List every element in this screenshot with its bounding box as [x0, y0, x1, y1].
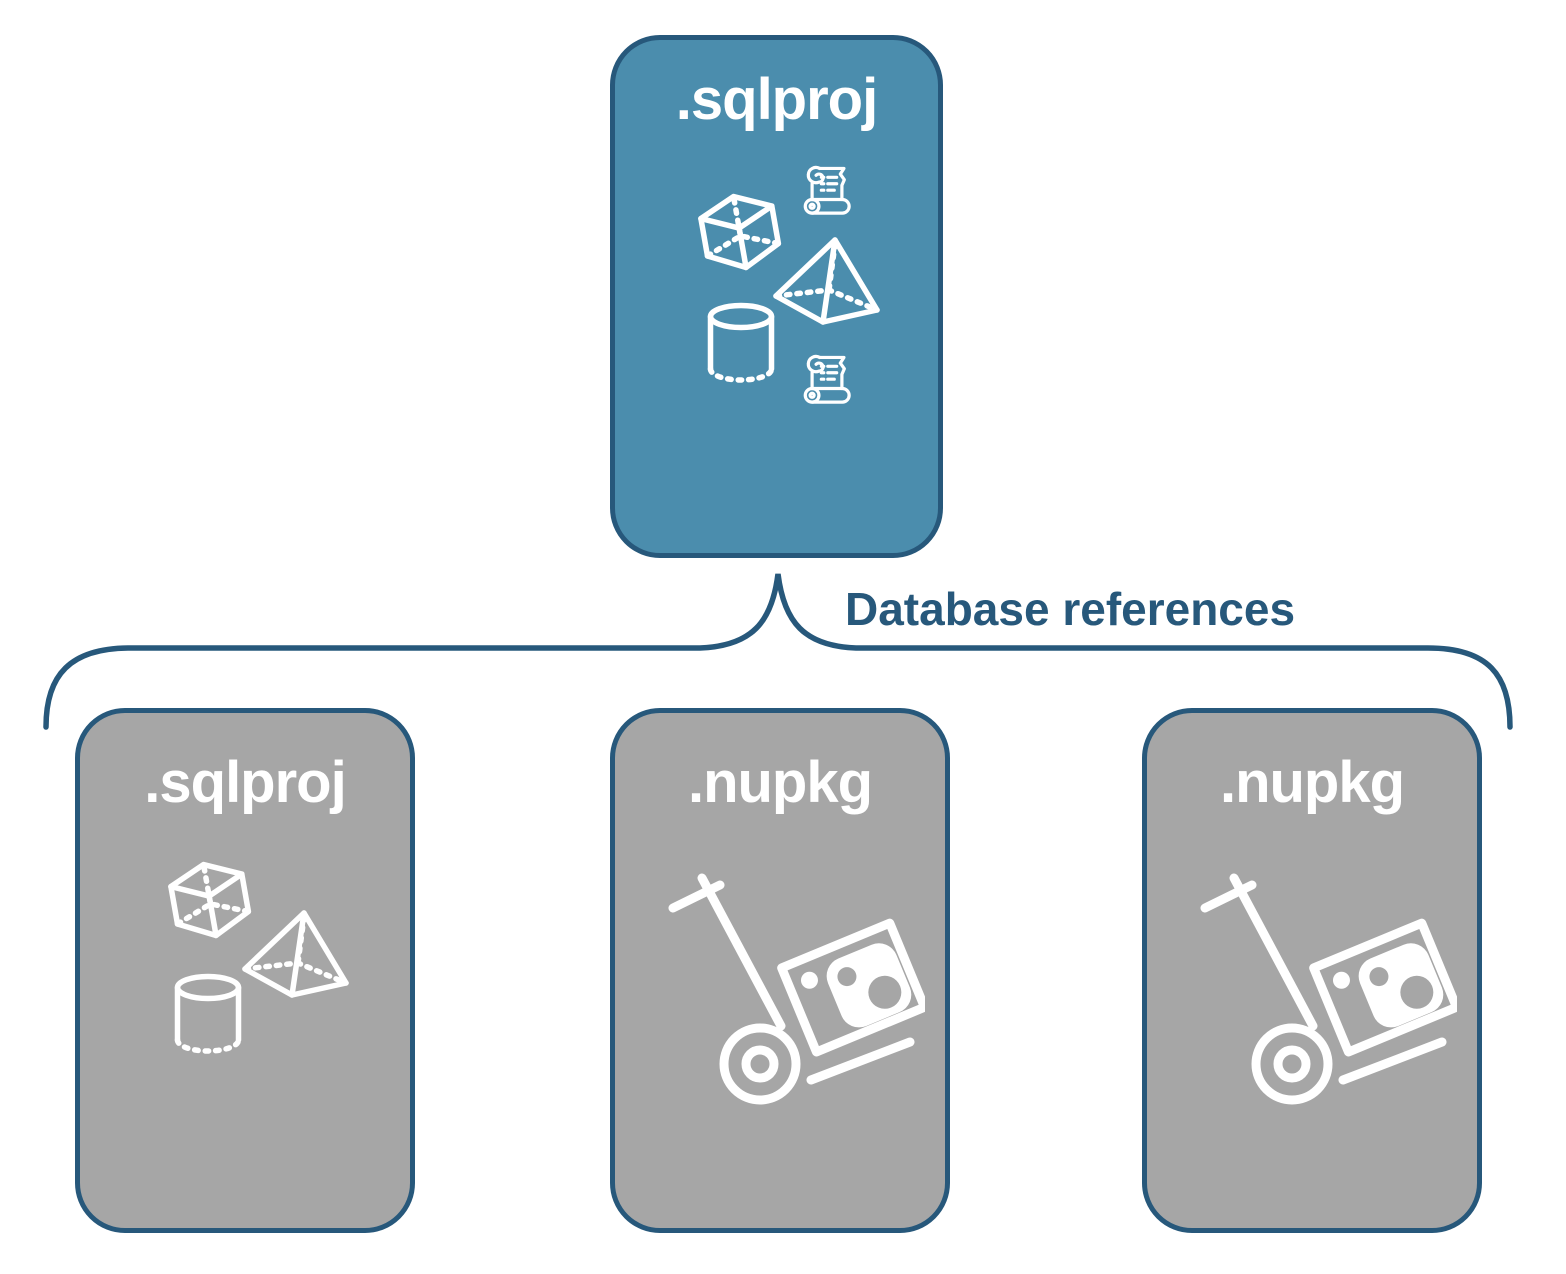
- child-box-label: .nupkg: [1219, 750, 1405, 815]
- nuget-package-hand-truck-icon: [663, 858, 925, 1106]
- child-box-nupkg-2: .nupkg: [1142, 708, 1482, 1233]
- sql-script-scroll-icon: [798, 162, 856, 220]
- child-box-label: .sqlproj: [144, 750, 346, 815]
- sql-script-scroll-icon: [798, 351, 856, 409]
- nuget-package-hand-truck-icon: [1195, 858, 1457, 1106]
- database-cylinder-icon: [703, 302, 779, 386]
- database-cylinder-icon: [170, 973, 246, 1057]
- pyramid-icon: [240, 907, 350, 999]
- parent-box-label: .sqlproj: [675, 67, 878, 132]
- pyramid-icon: [771, 234, 881, 326]
- child-box-nupkg-1: .nupkg: [610, 708, 950, 1233]
- connector-label: Database references: [845, 583, 1296, 635]
- parent-box-sqlproj: .sqlproj: [610, 35, 943, 558]
- child-box-label: .nupkg: [687, 750, 873, 815]
- child-box-sqlproj: .sqlproj: [75, 708, 415, 1233]
